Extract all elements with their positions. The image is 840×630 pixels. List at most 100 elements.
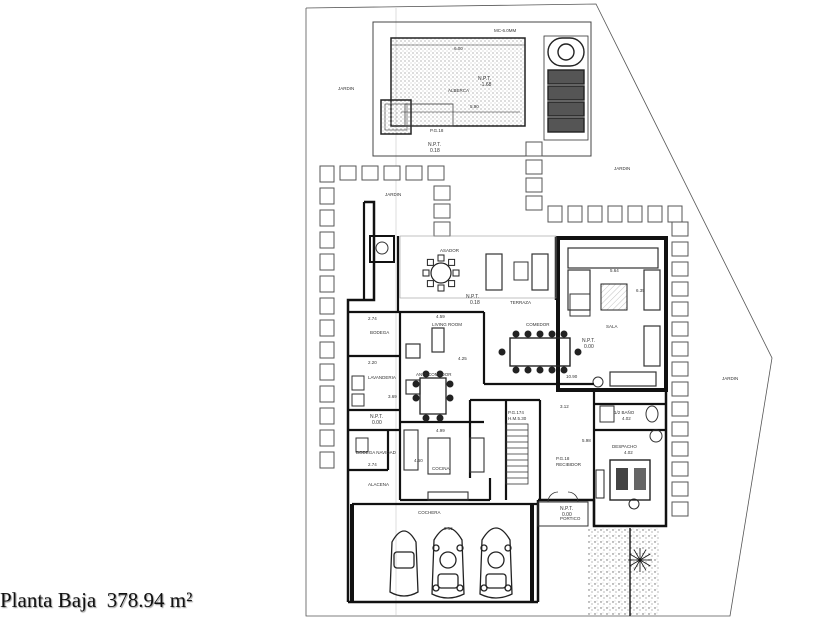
stepping-stone: [361, 165, 379, 181]
stepping-stone: [339, 165, 357, 181]
stepping-stone: [671, 421, 689, 437]
asador-chair: [426, 258, 434, 266]
jardin-label-1: JARDIN: [338, 86, 354, 91]
stepping-stone: [319, 429, 335, 447]
stepping-stone: [671, 481, 689, 497]
dim-lav-h: 3.69: [388, 394, 397, 399]
stepping-stone: [525, 141, 543, 157]
stepping-stone: [671, 241, 689, 257]
npt-terraza-val: 0.18: [470, 300, 480, 306]
ante-chair: [446, 380, 454, 388]
stepping-stone: [671, 341, 689, 357]
dining-chair: [512, 330, 520, 338]
dim-pt2: P.G.18: [556, 456, 570, 461]
dim-pt1: P.G.174: [508, 410, 524, 415]
dim-desp-w: 4.02: [624, 450, 633, 455]
alacena-label: ALACENA: [368, 482, 389, 487]
ante-chair: [436, 370, 444, 378]
asador-chair: [437, 284, 445, 292]
stepping-stone: [319, 275, 335, 293]
stepping-stone: [319, 253, 335, 271]
stepping-stone: [525, 195, 543, 211]
dim-cocina-h: 4.60: [414, 458, 423, 463]
alberca-label: ALBERCA: [448, 88, 469, 93]
ante-chair: [422, 414, 430, 422]
dining-chair: [548, 330, 556, 338]
bodega-navidad-label: BODEGA NAVIDAD: [356, 450, 397, 455]
dining-chair: [536, 366, 544, 374]
dim-pool-w: 6.00: [454, 46, 463, 51]
dining-chair: [548, 366, 556, 374]
npt-sala: N.P.T.: [582, 338, 595, 344]
stepping-stone: [671, 261, 689, 277]
stepping-stone: [547, 205, 563, 223]
cars: [389, 527, 513, 599]
stepping-stone: [319, 209, 335, 227]
dimension-labels: 6.00 5.90 4.59 5.64 6.35 10.90 2.74 2.20…: [368, 46, 645, 531]
stepping-stone: [671, 281, 689, 297]
dim-bodega-w: 2.74: [368, 316, 377, 321]
stepping-stone: [319, 297, 335, 315]
plant-leaf: [629, 559, 641, 567]
plant-leaf: [639, 559, 651, 567]
stepping-stone: [433, 221, 451, 237]
dining-chair: [574, 348, 582, 356]
npt-back: N.P.T.: [428, 142, 441, 148]
stepping-stone: [671, 381, 689, 397]
plan-caption: Planta Baja 378.94 m²: [0, 588, 192, 613]
living-room-furniture: [405, 327, 445, 395]
stepping-stone: [525, 159, 543, 175]
dim-lav-w: 2.20: [368, 360, 377, 365]
recibidor-label: RECIBIDOR: [556, 462, 582, 467]
stepping-stone: [319, 407, 335, 425]
despacho-furniture: [595, 459, 651, 510]
entry-garden: [537, 491, 660, 616]
stepping-stone: [671, 221, 689, 237]
stepping-stone: [671, 501, 689, 517]
dining-chair: [560, 366, 568, 374]
living-room-label: LIVING ROOM: [432, 322, 462, 327]
stepping-stone: [319, 385, 335, 403]
lavanderia-label: LAVANDERIA: [368, 375, 396, 380]
sala-room: [556, 236, 668, 392]
dining-chair: [524, 330, 532, 338]
asador-chair: [452, 269, 460, 277]
asador-chair: [426, 280, 434, 288]
stepping-stone: [383, 165, 401, 181]
stepping-stone: [667, 205, 683, 223]
stepping-stones: [319, 141, 689, 517]
dim-bano-w: 4.02: [622, 416, 631, 421]
terraza-label: TERRAZA: [510, 300, 531, 305]
stepping-stone: [319, 363, 335, 381]
stepping-stone: [567, 205, 583, 223]
stepping-stone: [671, 301, 689, 317]
ante-chair: [422, 370, 430, 378]
dim-rec-w: 3.12: [560, 404, 569, 409]
asador-chair: [448, 280, 456, 288]
stepping-stone: [525, 177, 543, 193]
cochera-label: COCHERA: [418, 510, 441, 515]
plan-area: 378.94 m²: [106, 588, 193, 612]
jardin-label-3: JARDIN: [614, 166, 630, 171]
dim-rec-h: 5.98: [582, 438, 591, 443]
stepping-stone: [319, 341, 335, 359]
sun-loungers: [543, 35, 589, 141]
dim-sala-w: 5.64: [610, 268, 619, 273]
plant-leaf: [639, 559, 647, 571]
portico-label: PORTICO: [560, 516, 581, 521]
bodega-label: BODEGA: [370, 330, 389, 335]
stepping-stone: [319, 231, 335, 249]
stepping-stone: [627, 205, 643, 223]
jardin-label-2: JARDIN: [385, 192, 401, 197]
stepping-stone: [647, 205, 663, 223]
plan-title: Planta Baja: [0, 588, 97, 612]
dim-nav-w: 2.74: [368, 462, 377, 467]
npt-lav-val: 0.00: [372, 420, 382, 426]
ante-chair: [412, 394, 420, 402]
dining-chair: [536, 330, 544, 338]
laundry-fixtures: [351, 235, 395, 453]
npt-lav: N.P.T.: [370, 414, 383, 420]
stepping-stone: [405, 165, 423, 181]
asador-chair: [422, 269, 430, 277]
